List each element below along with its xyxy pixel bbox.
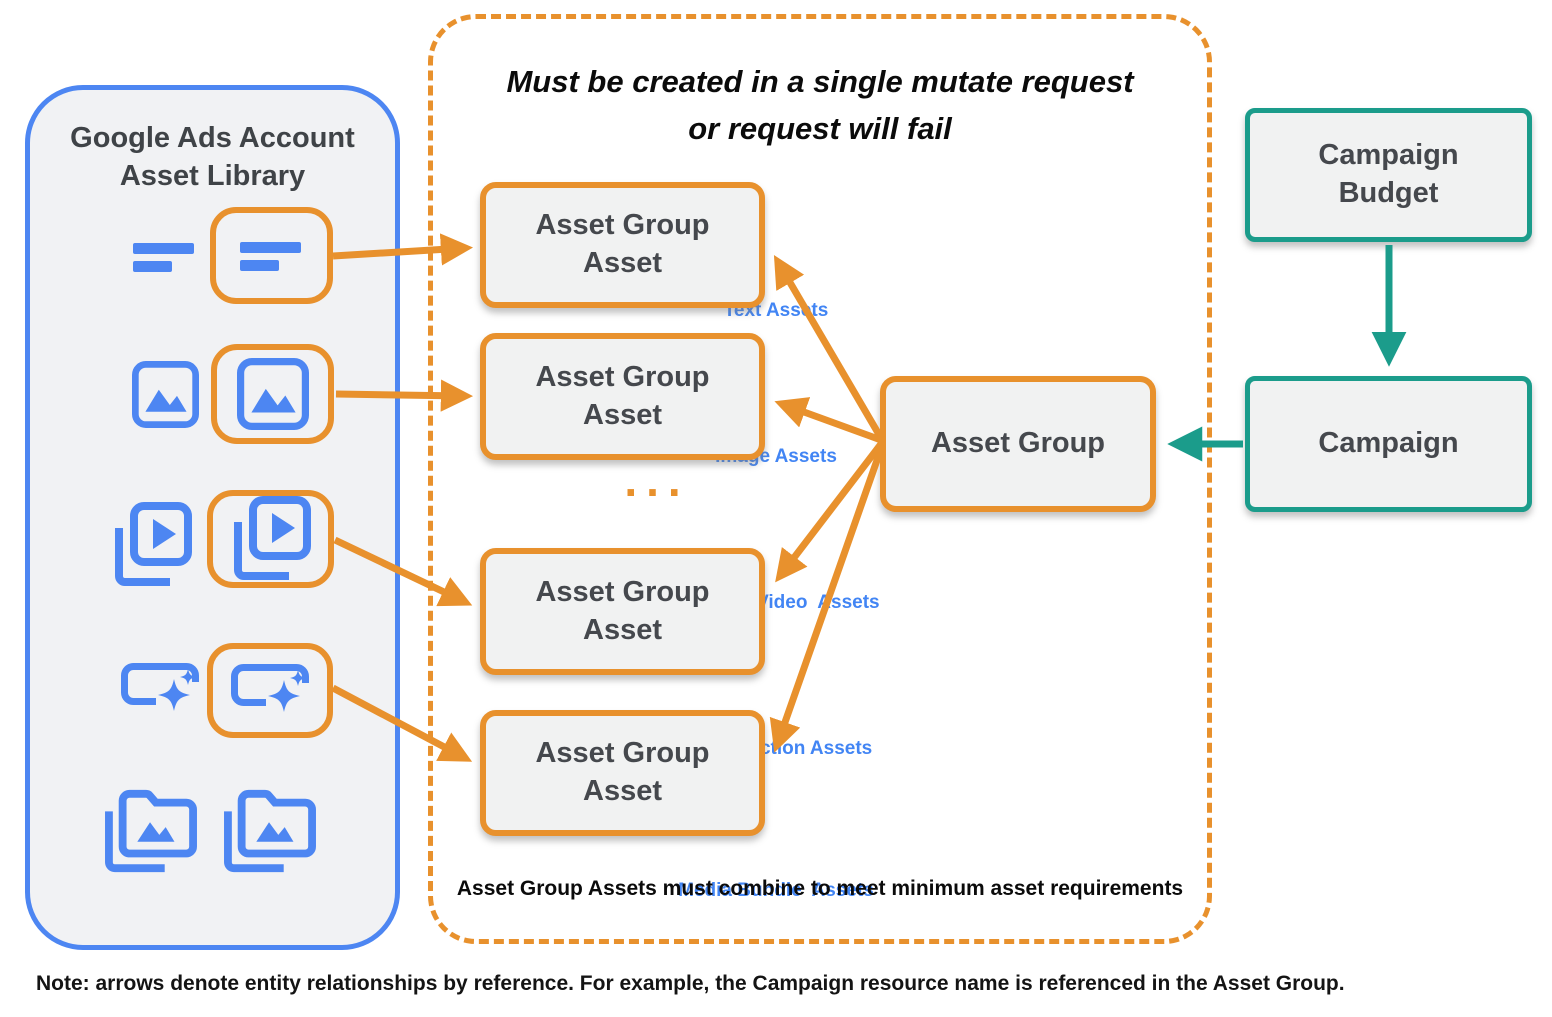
- text-lines-icon: [133, 243, 194, 272]
- media-bundle-assets-label: Media Bundle Assets: [678, 880, 874, 901]
- image-icon: [132, 361, 199, 428]
- asset-group-asset-box-3: Asset Group Asset: [480, 548, 765, 675]
- video-library-icon: [115, 502, 192, 586]
- asset-group-asset-box-4: Asset Group Asset: [480, 710, 765, 836]
- video-library-icon: [233, 496, 311, 580]
- footer-note: Note: arrows denote entity relationships…: [36, 972, 1345, 995]
- mutate-request-panel: Must be created in a single mutate reque…: [428, 14, 1212, 944]
- selected-cta-asset-outline: [207, 643, 333, 738]
- media-bundle-folder-icon: [105, 789, 197, 873]
- mutate-panel-title: Must be created in a single mutate reque…: [506, 64, 1134, 146]
- campaign-budget-box: Campaign Budget: [1245, 108, 1532, 242]
- more-assets-ellipsis: ...: [624, 454, 690, 506]
- asset-group-box: Asset Group: [880, 376, 1156, 512]
- cta-sparkle-icon: [231, 663, 309, 718]
- selected-text-asset-outline: [210, 207, 333, 304]
- text-lines-icon: [239, 241, 301, 271]
- media-bundle-folder-icon: [224, 789, 316, 873]
- asset-group-asset-box-2: Asset Group Asset: [480, 333, 765, 460]
- selected-image-asset-outline: [211, 344, 334, 444]
- asset-group-asset-box-1: Asset Group Asset: [480, 182, 765, 308]
- campaign-box: Campaign: [1245, 376, 1532, 512]
- mutate-panel-footnote: Asset Group Assets must combine to meet …: [456, 877, 1184, 900]
- library-title: Google Ads Account Asset Library: [70, 122, 355, 192]
- selected-video-asset-outline: [207, 490, 334, 588]
- cta-sparkle-icon: [121, 663, 199, 717]
- image-icon: [236, 358, 309, 430]
